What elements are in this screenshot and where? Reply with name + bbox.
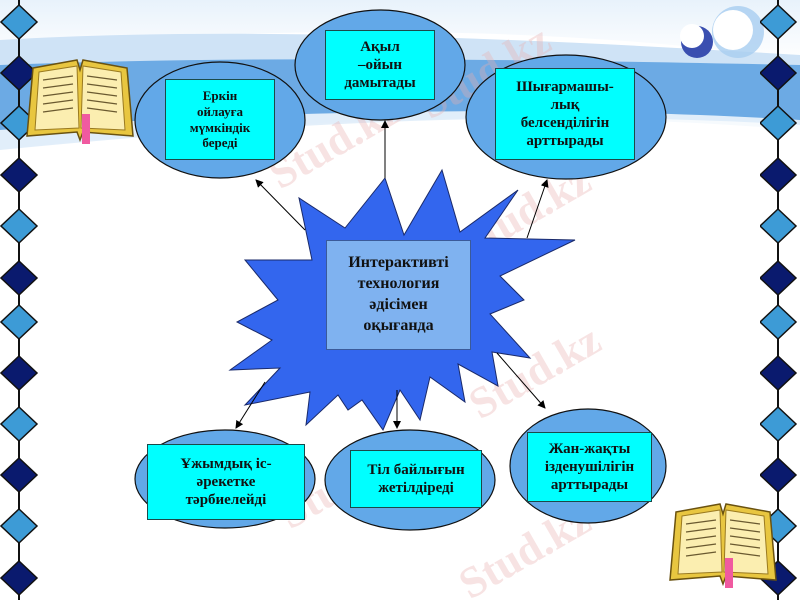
open-book-icon-top-left: [26, 59, 134, 144]
node-top-right: Шығармашы- лық белсенділігін арттырады: [495, 68, 635, 160]
node-bottom-center: Тіл байлығын жетілдіреді: [350, 450, 482, 508]
open-book-icon-bottom-right: [669, 503, 777, 588]
right-diamond-border: [760, 0, 798, 600]
node-bottom-right: Жан-жақты ізденушілігін арттырады: [527, 432, 652, 502]
center-topic-box: Интерактивті технология әдісімен оқығанд…: [326, 240, 471, 350]
node-top-left: Еркін ойлауға мүмкіндік береді: [165, 79, 275, 160]
left-diamond-border: [0, 0, 39, 600]
bookmark-ribbon: [82, 114, 90, 144]
node-top-center: Ақыл –ойын дамытады: [325, 30, 435, 100]
bookmark-ribbon: [725, 558, 733, 588]
node-bottom-left: Ұжымдық іс- әрекетке тәрбиелейді: [147, 444, 305, 520]
